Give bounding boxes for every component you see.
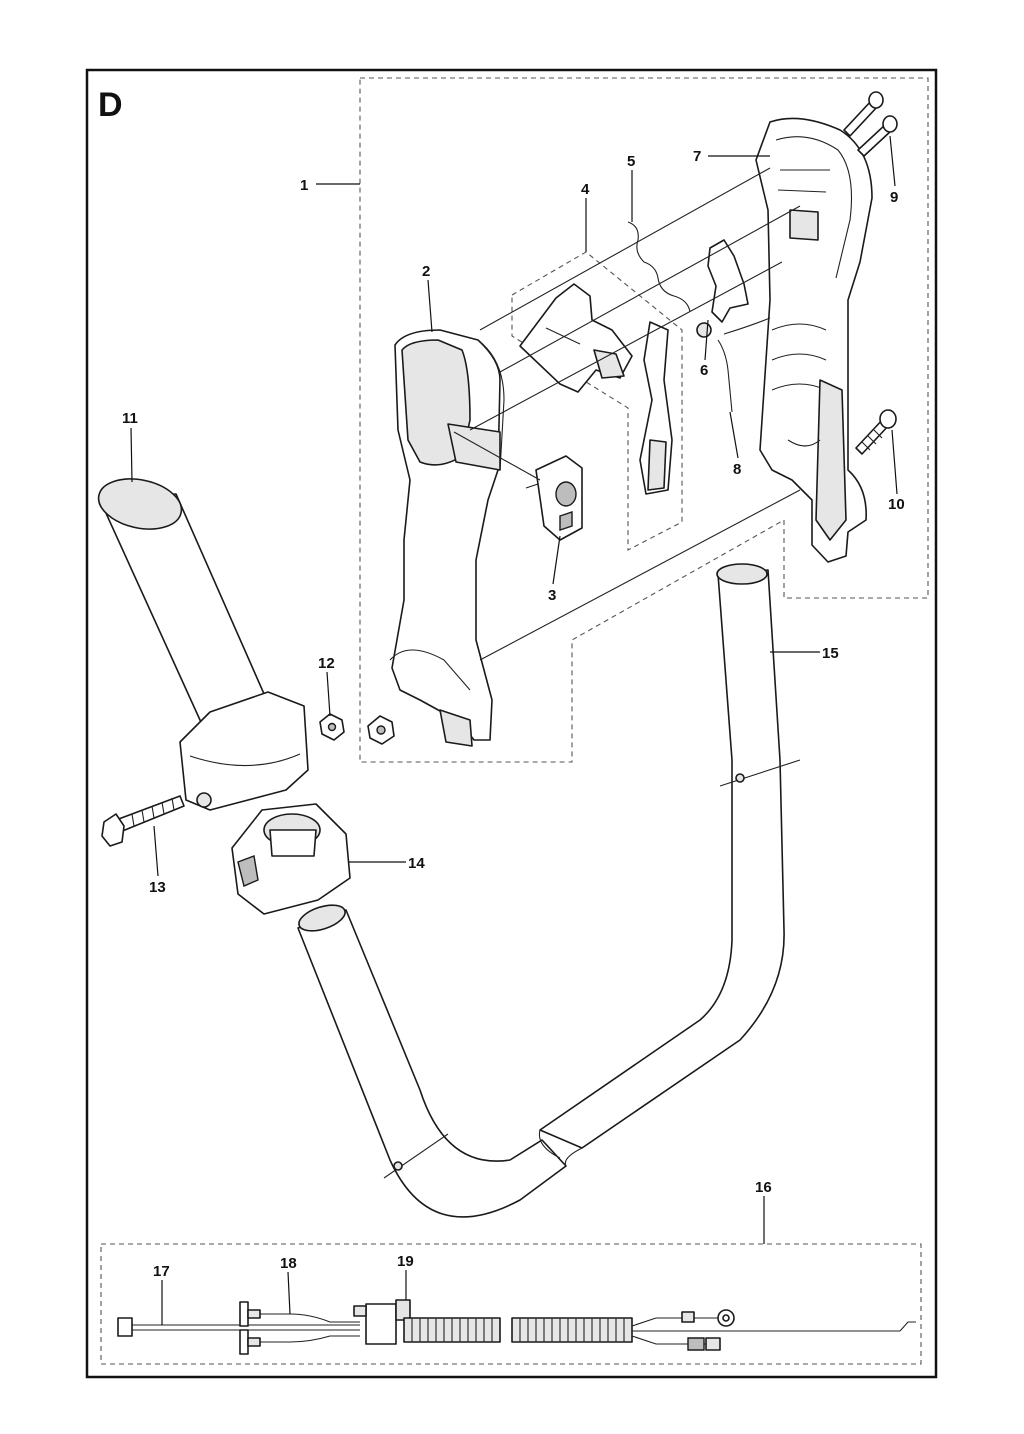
callout-6: 6 bbox=[700, 362, 708, 379]
leader-lines bbox=[130, 135, 898, 1325]
lock-lever-6 bbox=[696, 239, 749, 338]
callout-1: 1 bbox=[300, 177, 308, 194]
stop-switch-3 bbox=[525, 455, 583, 541]
throttle-lever-4 bbox=[519, 283, 633, 393]
cable-end-wires bbox=[631, 1309, 916, 1351]
bolt-10 bbox=[855, 409, 897, 455]
callout-9: 9 bbox=[890, 189, 898, 206]
clamp-14 bbox=[231, 803, 351, 915]
callout-15: 15 bbox=[822, 645, 839, 662]
callout-17: 17 bbox=[153, 1263, 170, 1280]
section-letter: D bbox=[98, 86, 123, 124]
callout-14: 14 bbox=[408, 855, 425, 872]
grip-base-housing bbox=[179, 691, 309, 811]
assembly-guide-lines bbox=[453, 167, 801, 661]
callout-10: 10 bbox=[888, 496, 905, 513]
callout-18: 18 bbox=[280, 1255, 297, 1272]
rear-handle-housing bbox=[755, 117, 873, 563]
bolt-9-upper bbox=[843, 91, 884, 137]
callout-4: 4 bbox=[581, 181, 590, 198]
nut-12 bbox=[319, 713, 345, 741]
callout-8: 8 bbox=[733, 461, 741, 478]
spring-5 bbox=[627, 221, 691, 313]
spring-8 bbox=[717, 317, 771, 413]
callout-3: 3 bbox=[548, 587, 556, 604]
callout-16: 16 bbox=[755, 1179, 772, 1196]
callout-13: 13 bbox=[149, 879, 166, 896]
callout-11: 11 bbox=[122, 410, 138, 427]
assembly-16-boundary bbox=[100, 1243, 922, 1365]
bolt-9-lower bbox=[857, 115, 898, 157]
callout-19: 19 bbox=[397, 1253, 414, 1270]
throttle-trigger bbox=[639, 321, 673, 495]
tube-15 bbox=[297, 563, 801, 1218]
diagram-frame bbox=[85, 68, 938, 1379]
wire-harness-18 bbox=[239, 1301, 360, 1355]
cable-connector-19 bbox=[353, 1299, 411, 1345]
callout-12: 12 bbox=[318, 655, 335, 672]
throttle-cable-17 bbox=[117, 1317, 360, 1337]
nut-handle-base bbox=[367, 715, 395, 745]
callout-2: 2 bbox=[422, 263, 430, 280]
handle-half-2 bbox=[389, 329, 505, 747]
protective-sleeve bbox=[403, 1317, 633, 1343]
bolt-13 bbox=[101, 795, 185, 847]
assembly-1-boundary bbox=[359, 77, 929, 763]
callout-7: 7 bbox=[693, 148, 701, 165]
callout-5: 5 bbox=[627, 153, 635, 170]
